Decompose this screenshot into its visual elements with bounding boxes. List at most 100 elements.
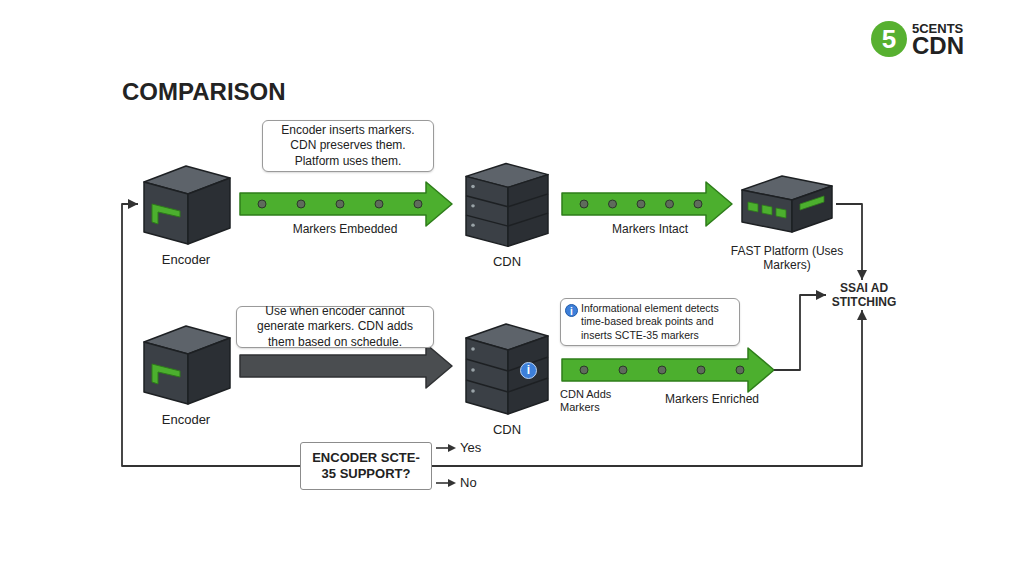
marker-dot: [580, 366, 588, 374]
flow-arrow: [562, 348, 774, 392]
platform-front: [742, 190, 792, 232]
platform-slot: [776, 208, 786, 218]
cube-front: [144, 342, 188, 404]
marker-dot: [258, 200, 266, 208]
server-divider: [466, 359, 508, 371]
marker-dot: [580, 200, 588, 208]
server-front: [466, 338, 508, 414]
server-side: [508, 175, 548, 247]
edge-label: Markers Enriched: [652, 392, 772, 406]
arrow-head: [128, 199, 138, 209]
flow-arrow: [240, 182, 452, 226]
connector: [240, 344, 452, 388]
server-led: [471, 389, 475, 393]
server-front: [466, 176, 508, 246]
shape-part: [748, 196, 824, 218]
server-led: [471, 185, 475, 188]
node-text: Encoder inserts markers. CDN preserves t…: [271, 123, 425, 170]
marker-dot: [336, 200, 344, 208]
marker-dot: [609, 200, 617, 208]
platform-slot: [762, 205, 772, 215]
connector: [240, 182, 452, 226]
cdn-server: CDN: [458, 318, 556, 418]
arrow-head: [816, 290, 826, 300]
platform-box-shape: [738, 168, 836, 240]
edge-label: Markers Intact: [590, 222, 710, 236]
shape-part: [466, 164, 548, 247]
server-led: [471, 204, 475, 207]
connector-line: [836, 204, 862, 280]
node-text: Use when encoder cannot generate markers…: [245, 304, 425, 351]
server-led: [471, 347, 475, 351]
platform-side: [792, 186, 832, 232]
shape-part: [144, 326, 230, 404]
marker-dot: [297, 200, 305, 208]
server-divider: [466, 380, 508, 392]
cdn-server: CDN: [458, 158, 556, 250]
node-label: CDN: [447, 422, 567, 438]
yes-branch-line: [436, 447, 450, 449]
connector-line: [774, 295, 826, 370]
info-badge: i: [520, 362, 537, 379]
server-divider: [508, 213, 548, 226]
no-branch-head: [448, 479, 456, 487]
server-led: [471, 368, 475, 372]
node-text: Informational element detects time-based…: [581, 302, 733, 343]
encoder-box: Encoder: [138, 320, 234, 408]
marker-dot: [375, 200, 383, 208]
branch-label: No: [460, 475, 500, 490]
marker-dot: [694, 200, 702, 208]
yes-branch-head: [448, 444, 456, 452]
note-callout: Encoder inserts markers. CDN preserves t…: [262, 120, 434, 172]
server-divider: [508, 194, 548, 207]
encoder-box: Encoder: [138, 160, 234, 248]
cube-side: [188, 338, 230, 404]
diagram-title: COMPARISON: [122, 78, 286, 106]
marker-dot: [637, 200, 645, 208]
info-icon: i: [565, 304, 578, 317]
encoder-icon: [152, 204, 180, 224]
server-led: [471, 224, 475, 227]
server-side: [508, 336, 548, 414]
note-callout: Use when encoder cannot generate markers…: [236, 306, 434, 348]
flow-arrow: [240, 344, 452, 388]
cdn-server-shape: [458, 318, 556, 418]
server-divider: [466, 215, 508, 226]
node-text: 5: [882, 24, 896, 55]
marker-dot: [736, 366, 744, 374]
encoder-box-shape: [138, 160, 234, 248]
marker-dot: [697, 366, 705, 374]
cube-side: [188, 178, 230, 244]
target-node: SSAI AD STITCHING: [826, 280, 902, 310]
connector: [562, 182, 732, 226]
encoder-box-shape: [138, 320, 234, 408]
marker-dot: [414, 200, 422, 208]
connector: [836, 204, 867, 280]
edge-label: Markers Embedded: [285, 222, 405, 236]
marker-dot: [619, 366, 627, 374]
brand-name: CDN: [912, 34, 992, 58]
shape-part: [742, 176, 832, 232]
encoder-icon: [152, 364, 180, 384]
logo-badge: 5: [871, 21, 907, 57]
node-label: Encoder: [126, 252, 246, 268]
platform-slot: [800, 196, 824, 210]
platform-box: FAST Platform (Uses Markers): [738, 168, 836, 240]
shape-part: [144, 166, 230, 244]
flow-arrow: [562, 182, 732, 226]
node-label: FAST Platform (Uses Markers): [727, 244, 847, 273]
node-label: CDN: [447, 254, 567, 270]
no-branch-line: [436, 482, 450, 484]
info-callout: Informational element detects time-based…: [560, 298, 740, 346]
platform-slot: [748, 202, 758, 212]
node-text: SSAI AD STITCHING: [826, 281, 902, 310]
shape-part: [466, 324, 548, 414]
arrow-head: [857, 270, 867, 280]
cdn-server-shape: [458, 158, 556, 250]
branch-label: Yes: [460, 440, 500, 455]
marker-dot: [658, 366, 666, 374]
node-label: Encoder: [126, 412, 246, 428]
cube-front: [144, 182, 188, 244]
server-divider: [508, 378, 548, 392]
